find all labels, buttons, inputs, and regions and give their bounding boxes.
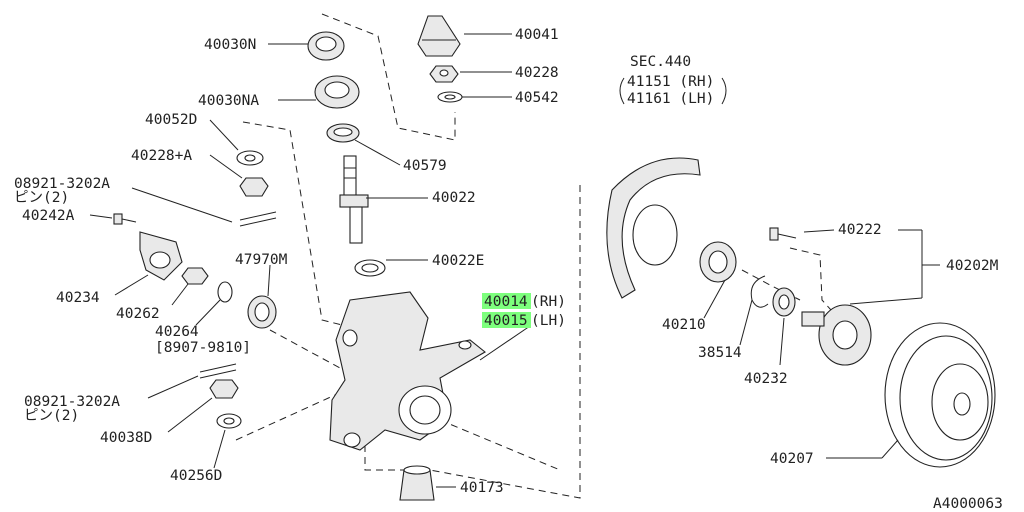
label-40262: 40262 [116,306,160,322]
seal-40232 [772,287,796,317]
pin-bottom [199,363,237,379]
cover-40234 [139,231,183,281]
leader-lines [89,33,940,488]
label-40228a: 40228+A [131,148,192,164]
label-40228-top: 40228 [515,65,559,81]
label-40014-side: (RH) [531,294,566,310]
hub-bolt-40222 [769,227,797,241]
label-40264: 40264 [155,324,199,340]
part-labels: 40030N 40041 40228 40030NA 40542 40052D … [14,27,1003,512]
pin-top [239,211,277,227]
hub-40202m [801,304,872,366]
washer-40052d [236,150,264,166]
kingpin-40022 [339,155,369,244]
label-41151: 41151 (RH) [627,74,714,90]
label-40030n: 40030N [204,37,256,53]
label-40202m: 40202M [946,258,999,274]
nut-40228a [239,177,269,197]
label-38514: 38514 [698,345,742,361]
seal-40579 [326,123,360,143]
label-40207: 40207 [770,451,814,467]
label-40015: 40015 [484,313,528,329]
snap-ring-38514 [750,275,769,308]
label-40041: 40041 [515,27,559,43]
nut-40262 [181,267,209,285]
label-40030na: 40030NA [198,93,259,109]
bolt-40242a [113,213,137,225]
label-40234: 40234 [56,290,100,306]
label-41161: 41161 (LH) [627,91,714,107]
highlight-40015 [482,312,531,328]
rotor-40207 [884,322,996,468]
backing-plate-sec440 [606,157,701,299]
label-08921-bottom: 08921-3202A [24,394,120,410]
label-40232: 40232 [744,371,788,387]
label-diagram-code: A4000063 [933,496,1003,512]
washer-40256d [216,413,242,429]
stopper-40173 [399,465,435,501]
label-40022: 40022 [432,190,476,206]
label-40210: 40210 [662,317,706,333]
label-40173: 40173 [460,480,504,496]
label-pin-bottom: ピン(2) [24,407,79,424]
boot-40041 [417,15,461,57]
label-40052d: 40052D [145,112,197,128]
label-pin-top: ピン(2) [14,189,69,206]
bearing-40210 [699,241,737,283]
label-40015-side: (LH) [531,313,566,329]
label-40242a: 40242A [22,208,75,224]
bearing-40030na [314,75,360,109]
washer-40542 [437,91,463,103]
label-date-bracket: [8907-9810] [155,340,251,356]
label-08921-top: 08921-3202A [14,176,110,192]
label-40579: 40579 [403,158,447,174]
label-40022e: 40022E [432,253,484,269]
highlight-40014 [482,293,531,309]
label-40014: 40014 [484,294,528,310]
washer-40264 [217,281,233,303]
label-40542: 40542 [515,90,559,106]
nut-40228-top [429,65,459,83]
label-40222: 40222 [838,222,882,238]
nut-40038d [209,379,239,399]
label-47970m: 47970M [235,252,288,268]
bearing-40030n [307,31,345,61]
ring-40022e [354,259,386,277]
label-sec440: SEC.440 [630,54,691,70]
bushing-47970m [247,295,277,329]
knuckle-40014 [329,291,486,451]
label-40256d: 40256D [170,468,222,484]
label-40038d: 40038D [100,430,152,446]
